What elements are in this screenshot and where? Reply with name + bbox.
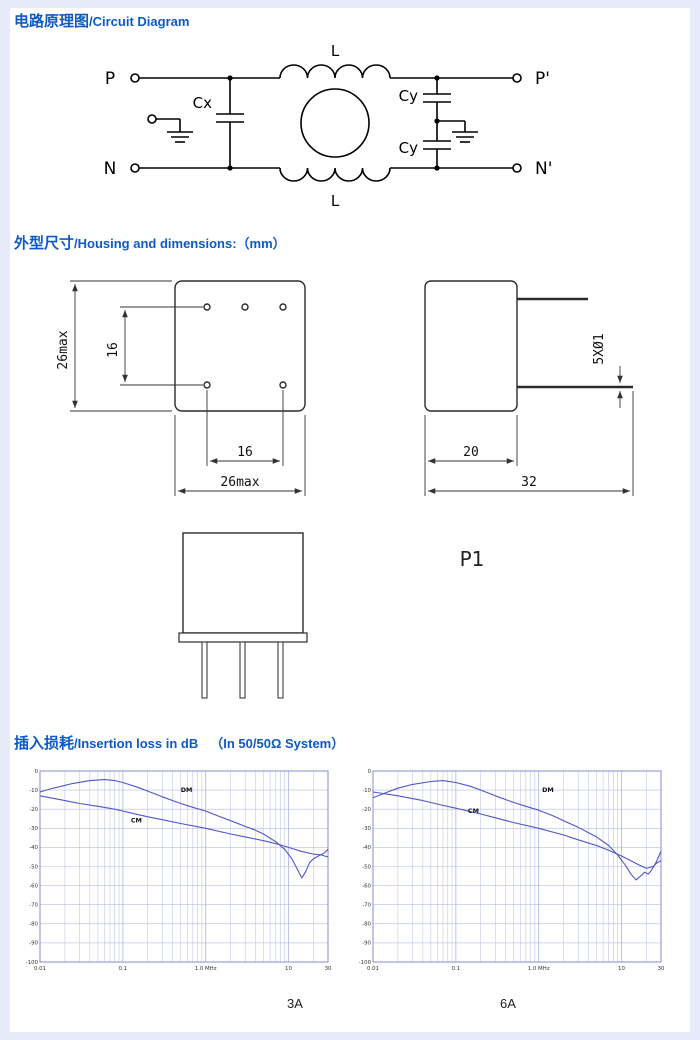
svg-text:-70: -70 [29, 903, 38, 909]
terminal-n-out-label: N' [535, 159, 552, 179]
svg-text:0: 0 [368, 769, 372, 775]
loss-title-note: （In 50/50Ω System） [210, 736, 345, 751]
housing-title-en: /Housing and dimensions:（mm） [74, 236, 286, 251]
svg-text:DM: DM [181, 786, 193, 794]
circuit-labels: P N P' N' L L Cx Cy Cy [104, 42, 553, 210]
svg-text:-80: -80 [362, 922, 371, 928]
terminal-p [130, 73, 140, 83]
terminal-p-out [512, 73, 522, 83]
svg-text:-60: -60 [29, 883, 38, 889]
svg-text:-40: -40 [29, 845, 38, 851]
ground-symbol-left [147, 114, 193, 143]
pin-hole [279, 381, 287, 389]
svg-text:30: 30 [325, 966, 332, 972]
front-dimension-lines [70, 280, 306, 496]
svg-text:-30: -30 [29, 826, 38, 832]
svg-text:1.0 MHz: 1.0 MHz [195, 966, 217, 972]
svg-text:-100: -100 [26, 960, 39, 966]
housing-side-view [424, 280, 633, 412]
circuit-section-title: 电路原理图/Circuit Diagram [14, 12, 189, 32]
svg-text:0: 0 [35, 769, 39, 775]
front-dimension-texts: 26max 16 16 26max [56, 330, 260, 490]
svg-text:-100: -100 [359, 960, 372, 966]
svg-text:-10: -10 [362, 788, 371, 794]
pin-hole [279, 303, 287, 311]
dim-body-depth: 20 [463, 445, 479, 460]
circuit-title-zh: 电路原理图 [14, 13, 90, 30]
svg-text:-40: -40 [362, 845, 371, 851]
chart-caption-6a: 6A [500, 996, 516, 1011]
circuit-title-en: /Circuit Diagram [89, 14, 190, 29]
loss-title-en: /Insertion loss in dB [74, 736, 199, 751]
dim-overall-height: 26max [56, 330, 71, 369]
capacitor-cx [216, 78, 244, 168]
capacitor-cx-label: Cx [193, 94, 212, 112]
svg-text:0.01: 0.01 [367, 966, 379, 972]
svg-text:-80: -80 [29, 922, 38, 928]
svg-text:-70: -70 [362, 903, 371, 909]
dim-overall-width: 26max [220, 475, 259, 490]
housing-drawing: 26max 16 16 26max 5XØ1 [56, 280, 634, 699]
svg-text:0.01: 0.01 [34, 966, 46, 972]
terminal-n [130, 163, 140, 173]
housing-pin-view [178, 532, 308, 699]
capacitor-cy-top-label: Cy [399, 87, 418, 105]
svg-text:-90: -90 [362, 941, 371, 947]
dim-pin-pitch: 16 [237, 445, 253, 460]
svg-text:0.1: 0.1 [452, 966, 461, 972]
svg-text:10: 10 [285, 966, 292, 972]
svg-text:-30: -30 [362, 826, 371, 832]
svg-text:DM: DM [542, 786, 554, 794]
side-view-label: P1 [460, 547, 485, 571]
pin-hole [241, 303, 249, 311]
junction-dots [227, 75, 440, 171]
housing-front-view [174, 280, 306, 412]
pin-hole [203, 303, 211, 311]
svg-text:-10: -10 [29, 788, 38, 794]
pin-hole [203, 381, 211, 389]
svg-text:10: 10 [618, 966, 625, 972]
top-inductor-coil [279, 64, 391, 79]
bottom-inductor-coil [279, 167, 391, 182]
terminal-n-label: N [104, 159, 117, 179]
dim-overall-depth: 32 [521, 475, 537, 490]
dim-pin-row-spacing: 16 [106, 342, 121, 358]
circuit-wires [130, 64, 522, 182]
svg-text:-90: -90 [29, 941, 38, 947]
inductor-top-label: L [331, 42, 340, 60]
choke-core-circle [300, 88, 370, 158]
ground-symbol-right [437, 120, 478, 143]
capacitor-cy-bottom-label: Cy [399, 139, 418, 157]
svg-text:-50: -50 [362, 864, 371, 870]
svg-text:1.0 MHz: 1.0 MHz [528, 966, 550, 972]
terminal-n-out [512, 163, 522, 173]
svg-text:-50: -50 [29, 864, 38, 870]
housing-title-zh: 外型尺寸 [14, 235, 75, 252]
svg-text:-20: -20 [29, 807, 38, 813]
pin [201, 641, 208, 699]
terminal-p-out-label: P' [535, 69, 550, 89]
pin [239, 641, 246, 699]
housing-section-title: 外型尺寸/Housing and dimensions:（mm） [14, 234, 286, 254]
loss-section-title: 插入损耗/Insertion loss in dB （In 50/50Ω Syst… [14, 734, 344, 754]
dim-pin-spec: 5XØ1 [592, 333, 607, 364]
pin [277, 641, 284, 699]
chart-caption-3a: 3A [287, 996, 303, 1011]
svg-text:-20: -20 [362, 807, 371, 813]
terminal-p-label: P [105, 69, 115, 89]
circuit-diagram: P N P' N' L L Cx Cy Cy [104, 42, 553, 210]
svg-text:-60: -60 [362, 883, 371, 889]
svg-text:CM: CM [468, 807, 479, 815]
inductor-bottom-label: L [331, 192, 340, 210]
side-dimension-lines [424, 366, 634, 496]
svg-text:0.1: 0.1 [119, 966, 128, 972]
svg-text:30: 30 [658, 966, 665, 972]
side-dimension-texts: 5XØ1 20 32 P1 [460, 333, 607, 571]
loss-title-zh: 插入损耗 [14, 735, 75, 752]
content-area: 电路原理图/Circuit Diagram [10, 8, 690, 1032]
svg-text:CM: CM [131, 817, 142, 825]
